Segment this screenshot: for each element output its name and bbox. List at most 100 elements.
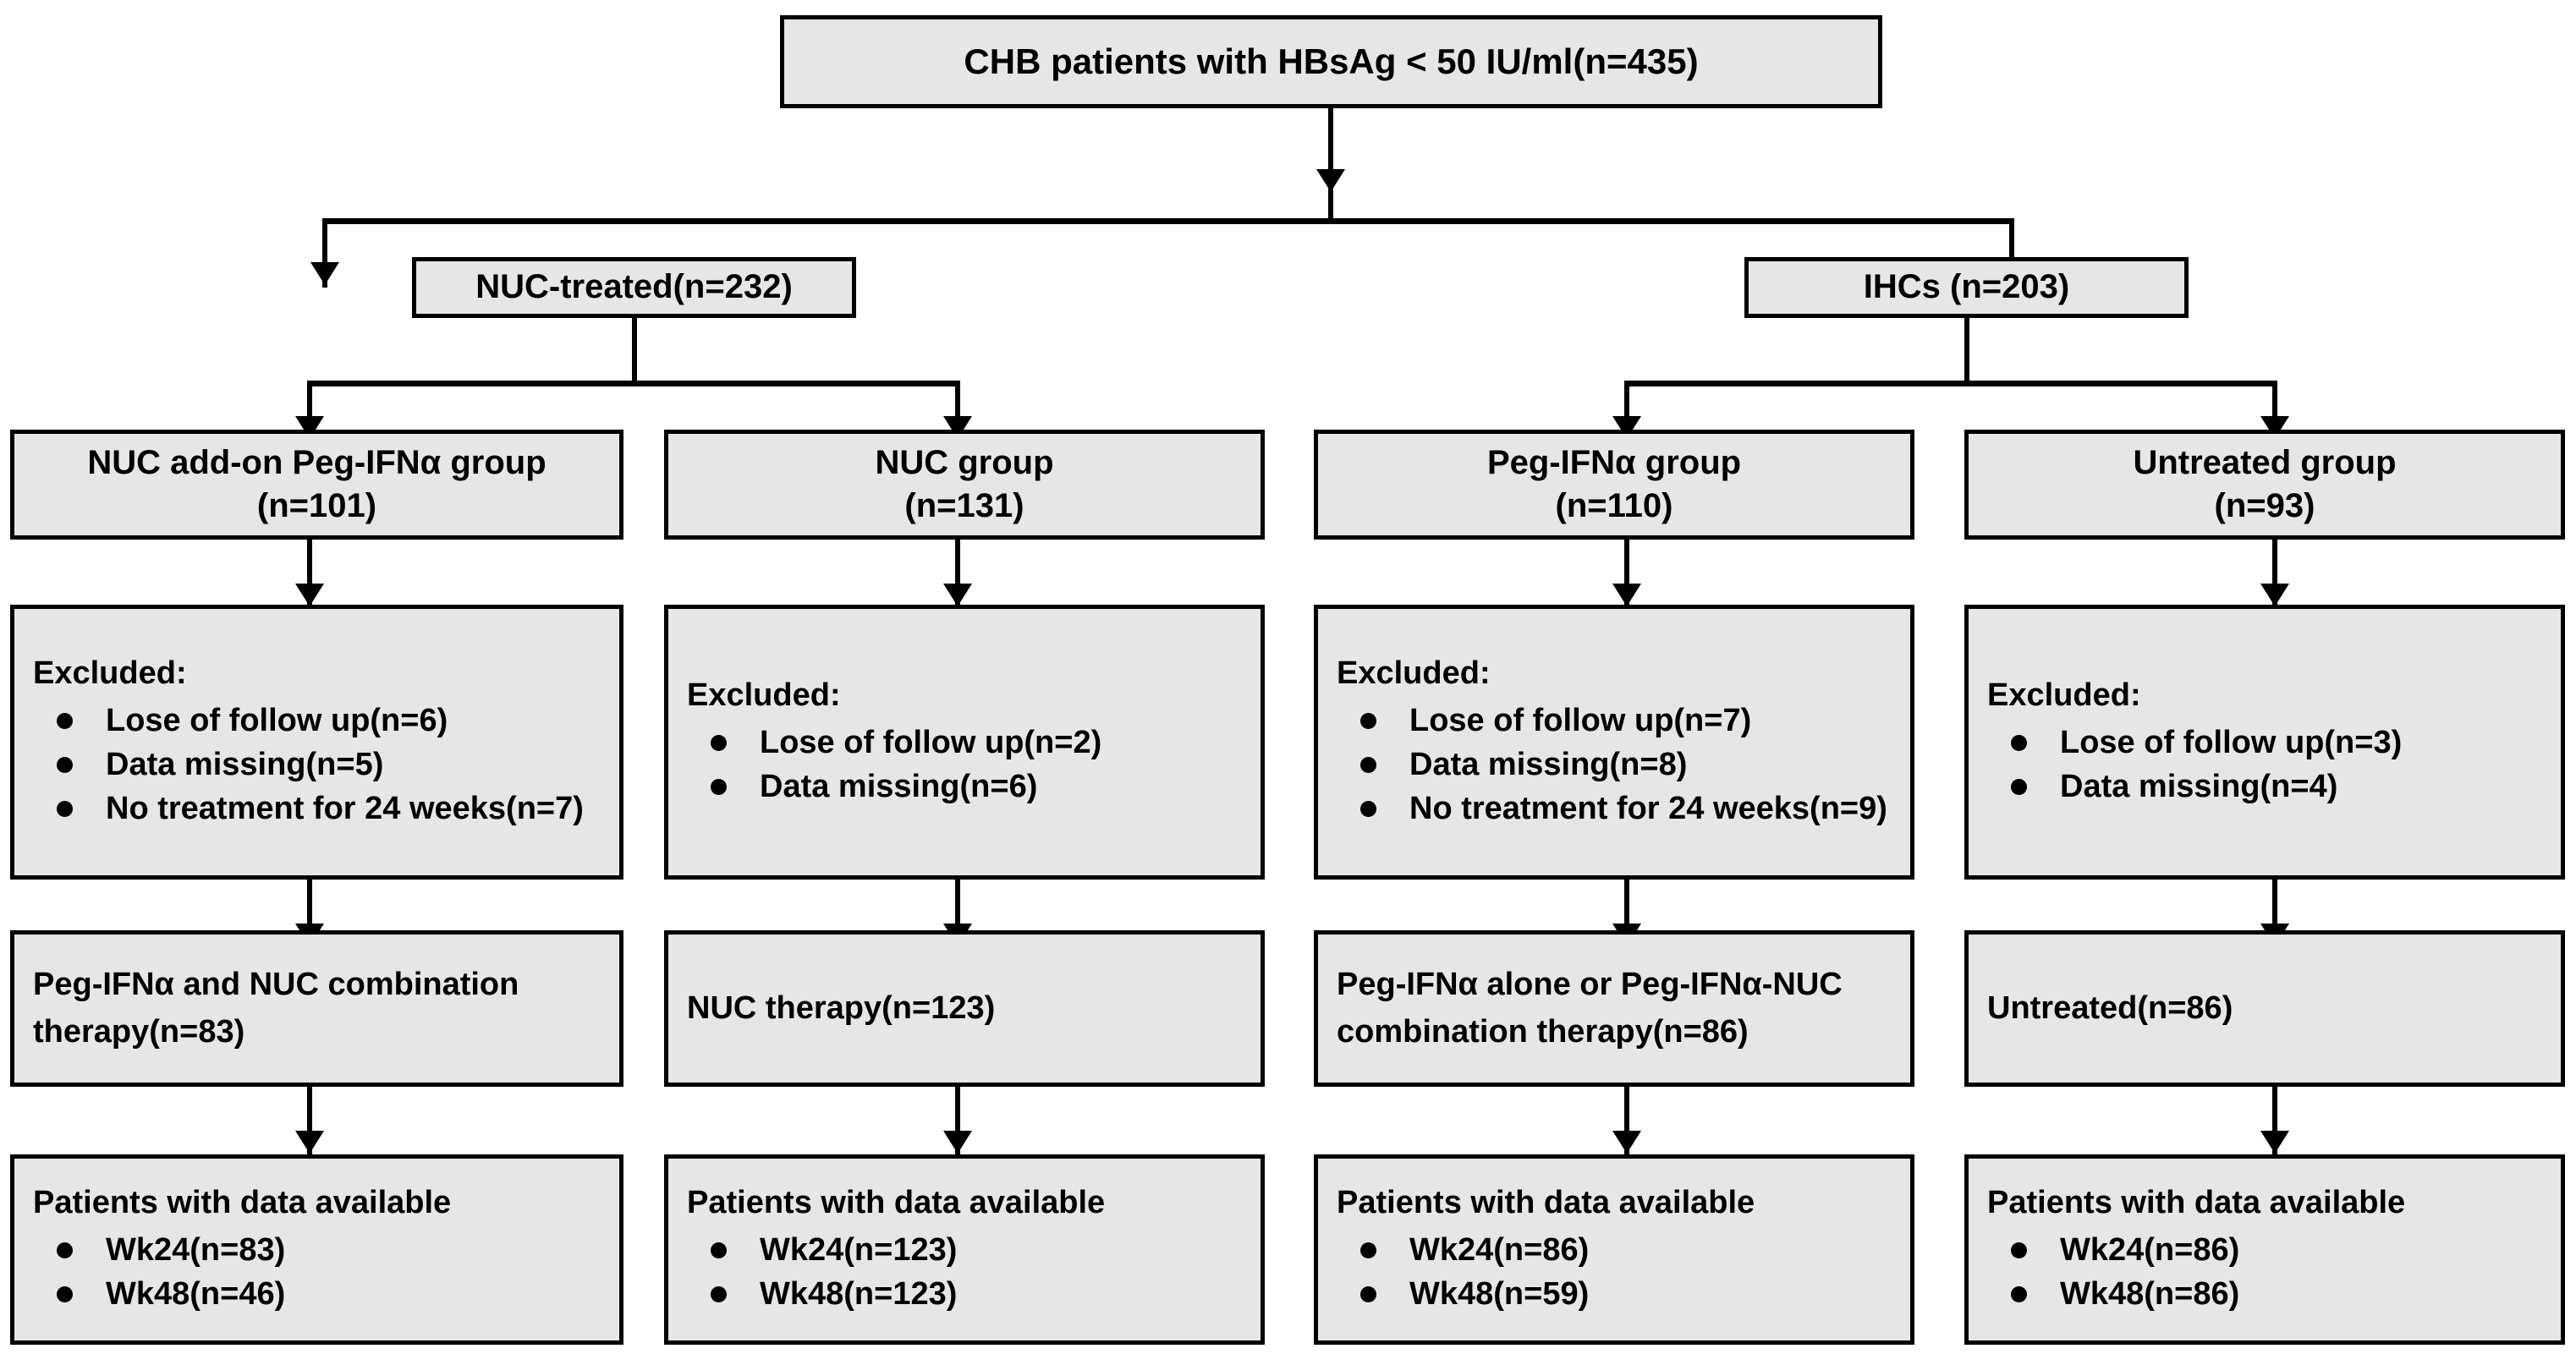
list-item: Wk48(n=123) (711, 1273, 1266, 1315)
list-item: Lose of follow up(n=6) (57, 699, 624, 742)
available-box-col4: Patients with data available Wk24(n=86) … (1964, 1154, 2565, 1345)
list-item: Wk48(n=59) (1360, 1273, 1915, 1315)
connector-col1-drop (307, 381, 312, 441)
group-box-col2-name: NUC group (875, 443, 1054, 481)
excluded-box-col4: Excluded: Lose of follow up(n=3) Data mi… (1964, 605, 2565, 880)
level2-box-ihcs: IHCs (n=203) (1744, 257, 2189, 318)
list-item: Data missing(n=6) (711, 765, 1266, 808)
arrowhead-col3-excluded (1612, 584, 1641, 606)
connector-col4-drop (2272, 381, 2277, 441)
available-box-col3: Patients with data available Wk24(n=86) … (1314, 1154, 1914, 1345)
excluded-box-col1-heading: Excluded: (33, 655, 187, 691)
connector-ihcs-bar (1624, 381, 2277, 386)
connector-level2-bar (322, 218, 2014, 224)
therapy-box-col3: Peg-IFNα alone or Peg-IFNα-NUC combinati… (1314, 930, 1914, 1087)
connector-level2-right-drop (2009, 218, 2014, 288)
arrowhead-level2-left (310, 262, 339, 285)
list-item: Data missing(n=8) (1360, 743, 1915, 786)
arrowhead-col1-available (295, 1131, 324, 1154)
available-box-col2-heading: Patients with data available (687, 1184, 1106, 1220)
list-item: Data missing(n=5) (57, 743, 624, 786)
therapy-box-col2: NUC therapy(n=123) (664, 930, 1265, 1087)
group-box-col2: NUC group (n=131) (664, 430, 1265, 540)
group-box-col3: Peg-IFNα group (n=110) (1314, 430, 1914, 540)
list-item: Wk24(n=83) (57, 1229, 624, 1271)
available-box-col1-heading: Patients with data available (33, 1184, 452, 1220)
connector-nuc-bar (307, 381, 960, 386)
therapy-box-col4: Untreated(n=86) (1964, 930, 2565, 1087)
arrowhead-col4-available (2260, 1131, 2289, 1154)
available-box-col4-heading: Patients with data available (1987, 1184, 2406, 1220)
therapy-box-col1: Peg-IFNα and NUC combination therapy(n=8… (10, 930, 623, 1087)
connector-col2-drop (955, 381, 960, 441)
group-box-col1-name: NUC add-on Peg-IFNα group (87, 443, 547, 481)
list-item: Lose of follow up(n=3) (2011, 721, 2566, 764)
arrowhead-col2-available (943, 1131, 972, 1154)
arrowhead-col3-available (1612, 1131, 1641, 1154)
arrowhead-col4-excluded (2260, 584, 2289, 606)
connector-col3-excluded-to-therapy (1624, 880, 1629, 949)
available-box-col3-list: Wk24(n=86) Wk48(n=59) (1337, 1227, 1915, 1317)
level2-box-ihcs-label: IHCs (n=203) (1863, 268, 2070, 306)
excluded-box-col3-list: Lose of follow up(n=7) Data missing(n=8)… (1337, 698, 1915, 831)
therapy-box-col3-label: Peg-IFNα alone or Peg-IFNα-NUC combinati… (1337, 967, 1843, 1050)
level2-box-nuc-treated: NUC-treated(n=232) (412, 257, 856, 318)
connector-col1-therapy-to-available (307, 1087, 312, 1156)
arrowhead-root-stem (1316, 169, 1345, 192)
excluded-box-col2: Excluded: Lose of follow up(n=2) Data mi… (664, 605, 1265, 880)
group-box-col1: NUC add-on Peg-IFNα group (n=101) (10, 430, 623, 540)
group-box-col3-count: (n=110) (1555, 487, 1673, 524)
connector-level2-left-drop (322, 218, 327, 288)
group-box-col4: Untreated group (n=93) (1964, 430, 2565, 540)
therapy-box-col1-label: Peg-IFNα and NUC combination therapy(n=8… (33, 967, 519, 1050)
list-item: Lose of follow up(n=7) (1360, 699, 1915, 742)
excluded-box-col2-list: Lose of follow up(n=2) Data missing(n=6) (687, 720, 1266, 809)
list-item: Wk48(n=86) (2011, 1273, 2566, 1315)
group-box-col1-count: (n=101) (256, 487, 377, 524)
excluded-box-col2-heading: Excluded: (687, 677, 841, 713)
excluded-box-col4-heading: Excluded: (1987, 677, 2141, 713)
list-item: Data missing(n=4) (2011, 765, 2566, 808)
therapy-box-col2-label: NUC therapy(n=123) (687, 989, 996, 1026)
list-item: Lose of follow up(n=2) (711, 721, 1266, 764)
list-item: No treatment for 24 weeks(n=7) (57, 787, 624, 830)
therapy-box-col4-label: Untreated(n=86) (1987, 989, 2233, 1026)
connector-nuc-stem (632, 318, 637, 386)
connector-root-stem (1328, 108, 1333, 218)
connector-col2-excluded-to-therapy (955, 880, 960, 949)
excluded-box-col1-list: Lose of follow up(n=6) Data missing(n=5)… (33, 698, 624, 831)
connector-col2-therapy-to-available (955, 1087, 960, 1156)
level2-box-nuc-treated-label: NUC-treated(n=232) (475, 268, 793, 306)
list-item: No treatment for 24 weeks(n=9) (1360, 787, 1915, 830)
group-box-col3-name: Peg-IFNα group (1486, 443, 1742, 481)
available-box-col1-list: Wk24(n=83) Wk48(n=46) (33, 1227, 624, 1317)
connector-col1-group-to-excluded (307, 540, 312, 609)
connector-col3-group-to-excluded (1624, 540, 1629, 609)
arrowhead-col1-excluded (295, 584, 324, 606)
connector-col1-excluded-to-therapy (307, 880, 312, 949)
available-box-col3-heading: Patients with data available (1337, 1184, 1755, 1220)
group-box-col2-count: (n=131) (904, 487, 1024, 524)
available-box-col1: Patients with data available Wk24(n=83) … (10, 1154, 623, 1345)
root-box-label: CHB patients with HBsAg < 50 IU/ml(n=435… (964, 41, 1699, 82)
connector-col3-therapy-to-available (1624, 1087, 1629, 1156)
available-box-col2-list: Wk24(n=123) Wk48(n=123) (687, 1227, 1266, 1317)
available-box-col2: Patients with data available Wk24(n=123)… (664, 1154, 1265, 1345)
connector-col2-group-to-excluded (955, 540, 960, 609)
connector-col4-therapy-to-available (2272, 1087, 2277, 1156)
group-box-col4-count: (n=93) (2214, 487, 2315, 524)
excluded-box-col3: Excluded: Lose of follow up(n=7) Data mi… (1314, 605, 1914, 880)
arrowhead-col2-excluded (943, 584, 972, 606)
list-item: Wk24(n=86) (2011, 1229, 2566, 1271)
connector-col4-excluded-to-therapy (2272, 880, 2277, 949)
list-item: Wk24(n=123) (711, 1229, 1266, 1271)
connector-col4-group-to-excluded (2272, 540, 2277, 609)
connector-ihcs-stem (1964, 318, 1969, 386)
list-item: Wk24(n=86) (1360, 1229, 1915, 1271)
list-item: Wk48(n=46) (57, 1273, 624, 1315)
connector-col3-drop (1624, 381, 1629, 441)
available-box-col4-list: Wk24(n=86) Wk48(n=86) (1987, 1227, 2566, 1317)
excluded-box-col1: Excluded: Lose of follow up(n=6) Data mi… (10, 605, 623, 880)
excluded-box-col4-list: Lose of follow up(n=3) Data missing(n=4) (1987, 720, 2566, 809)
